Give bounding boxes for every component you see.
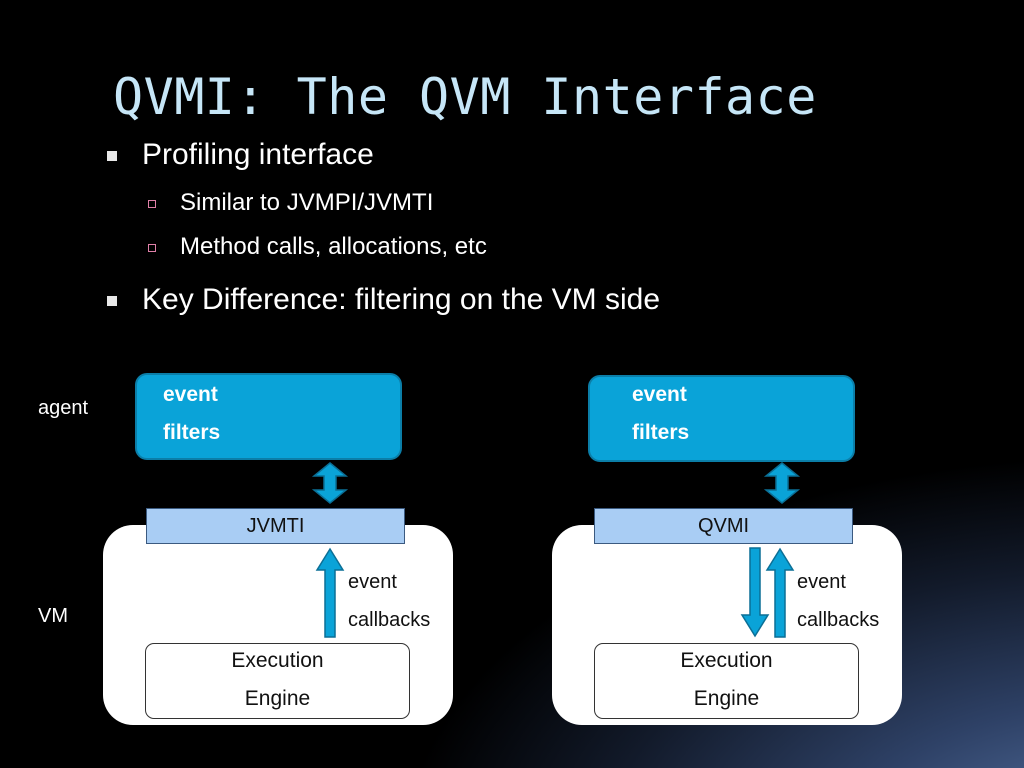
execution-engine-box: Execution Engine <box>145 643 410 719</box>
engine-text-line1: Execution <box>680 649 773 672</box>
slide-title: QVMI: The QVM Interface <box>113 68 817 126</box>
callback-text-line2: callbacks <box>797 609 880 631</box>
vm-label: VM <box>38 605 68 627</box>
execution-engine-box: Execution Engine <box>594 643 859 719</box>
sub-bullet-item: Similar to JVMPI/JVMTI <box>180 189 434 216</box>
callback-text-line1: event <box>348 571 397 593</box>
bullet-square-icon <box>107 296 117 306</box>
engine-text-line2: Engine <box>244 687 311 710</box>
jvmti-interface-bar: JVMTI <box>146 508 405 544</box>
bullet-item: Key Difference: filtering on the VM side <box>142 283 661 316</box>
callback-text-line2: callbacks <box>348 609 431 631</box>
down-arrow-icon <box>740 547 770 638</box>
agent-label: agent <box>38 397 89 419</box>
bidirectional-arrow-icon <box>311 462 349 504</box>
sub-bullet-square-icon <box>148 200 156 208</box>
agent-text-line2: filters <box>632 421 690 444</box>
engine-text-line1: Execution <box>231 649 324 672</box>
agent-text-line2: filters <box>163 421 221 444</box>
sub-bullet-square-icon <box>148 244 156 252</box>
bullet-item: Profiling interface <box>142 138 374 171</box>
engine-text-line2: Engine <box>693 687 760 710</box>
sub-bullet-item: Method calls, allocations, etc <box>180 233 487 260</box>
agent-filter-box <box>135 373 402 460</box>
bullet-square-icon <box>107 151 117 161</box>
callback-text-line1: event <box>797 571 846 593</box>
agent-filter-box <box>588 375 855 462</box>
up-arrow-icon <box>765 547 795 638</box>
agent-text-line1: event <box>632 383 687 406</box>
agent-text-line1: event <box>163 383 218 406</box>
bidirectional-arrow-icon <box>763 462 801 504</box>
qvmi-interface-bar: QVMI <box>594 508 853 544</box>
up-arrow-icon <box>315 547 345 638</box>
